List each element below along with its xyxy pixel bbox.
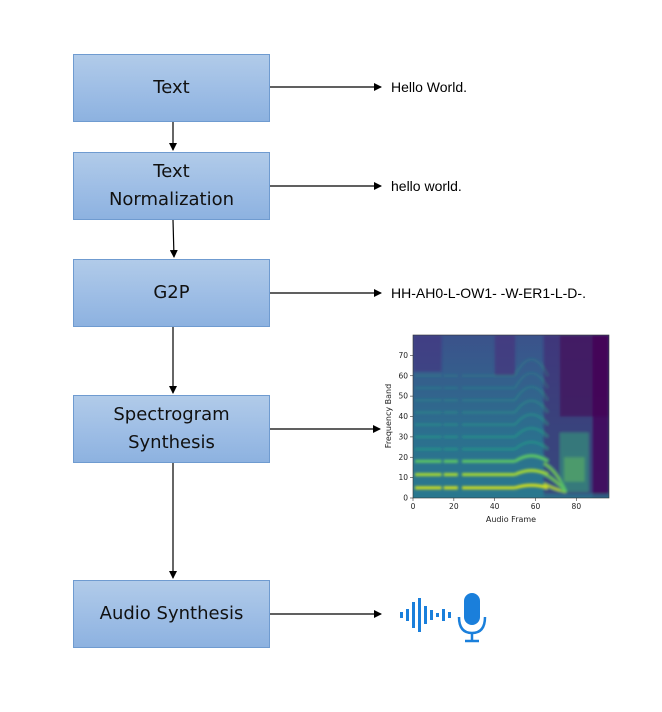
stage-g2p-label: G2P [153, 282, 190, 303]
output-text: Hello World. [391, 79, 467, 95]
spectrogram-dark [413, 335, 442, 372]
spectrogram-dark [494, 335, 516, 376]
y-tick-label: 50 [398, 392, 408, 401]
y-tick-label: 70 [398, 351, 408, 360]
spectrogram-plot: 0 20 40 60 80 0 10 20 30 40 50 60 70 Audio Frame Fre… [384, 334, 610, 524]
spectrogram-noise [564, 457, 585, 482]
x-tick-label: 0 [411, 502, 416, 511]
y-tick-label: 20 [398, 453, 408, 462]
microphone-icon [457, 593, 487, 643]
stage-spectrogram-label-line1: Spectrogram [113, 404, 230, 425]
spectrogram-harmonic [514, 385, 549, 401]
stage-text-normalization: Text Normalization [73, 152, 270, 220]
spectrogram-bands [413, 335, 609, 498]
stage-audio-synthesis: Audio Synthesis [73, 580, 270, 648]
stage-text-normalization-label-line1: Text [153, 161, 190, 182]
y-tick-label: 40 [398, 412, 408, 421]
audio-output-icons [400, 593, 487, 643]
x-tick-label: 40 [490, 502, 500, 511]
stage-text-label: Text [153, 77, 190, 98]
x-tick-label: 60 [531, 502, 541, 511]
stage-g2p: G2P [73, 259, 270, 327]
stage-audio-synthesis-label: Audio Synthesis [99, 603, 244, 624]
stage-text: Text [73, 54, 270, 122]
spectrogram-axes: 0 20 40 60 80 0 10 20 30 40 50 60 70 [398, 351, 581, 511]
x-tick-label: 20 [449, 502, 459, 511]
spectrogram-harmonic [514, 440, 549, 450]
spectrogram-harmonic [514, 358, 549, 377]
arrow-normalization-to-g2p [169, 219, 178, 258]
x-tick-label: 80 [572, 502, 582, 511]
spectrogram-harmonic [514, 413, 549, 426]
spectrogram-harmonic [514, 483, 549, 490]
output-normalized-text: hello world. [391, 178, 462, 194]
spectrogram-harmonic [514, 372, 549, 389]
output-phonemes: HH-AH0-L-OW1- -W-ER1-L-D-. [391, 285, 586, 301]
spectrogram-ylabel: Frequency Band [384, 384, 393, 448]
y-tick-label: 30 [398, 432, 408, 441]
y-tick-label: 0 [403, 494, 408, 503]
spectrogram-floor [413, 493, 609, 498]
waveform-icon [400, 598, 451, 632]
y-tick-label: 60 [398, 371, 408, 380]
spectrogram-harmonic [514, 427, 549, 438]
stage-text-normalization-label-line2: Normalization [108, 189, 235, 210]
y-tick-label: 10 [398, 473, 408, 482]
spectrogram-harmonic [514, 399, 549, 414]
stage-spectrogram-label-line2: Synthesis [128, 432, 215, 453]
spectrogram-silence [592, 335, 609, 498]
stage-spectrogram-synthesis: Spectrogram Synthesis [73, 395, 270, 463]
spectrogram-harmonic [514, 454, 549, 463]
spectrogram-xlabel: Audio Frame [486, 515, 536, 524]
